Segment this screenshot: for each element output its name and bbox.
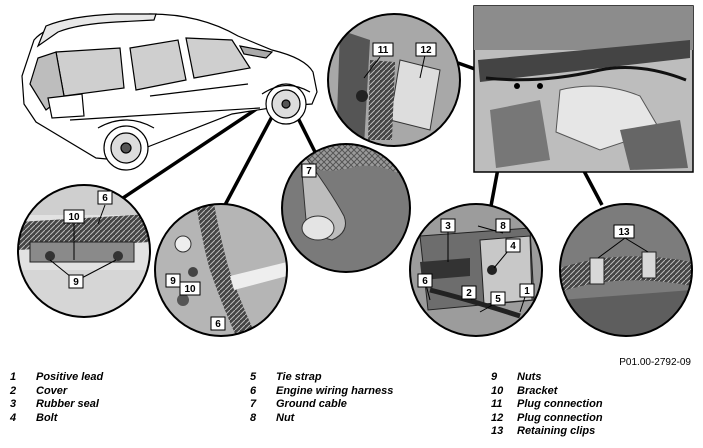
legend-number: 8 xyxy=(250,411,257,424)
svg-text:13: 13 xyxy=(618,227,630,238)
legend-number: 10 xyxy=(491,384,504,397)
photo-reference-code: P01.00-2792-09 xyxy=(619,357,691,368)
legend-item: 6 Engine wiring harness xyxy=(250,385,393,399)
legend-number: 1 xyxy=(10,371,17,383)
detail-circle-bracket xyxy=(17,184,151,318)
callout-label-10-bracket: 10 xyxy=(63,209,85,224)
legend-number: 4 xyxy=(10,411,17,424)
legend-number: 12 xyxy=(491,411,504,424)
callout-label-6-positive-lead: 6 xyxy=(417,273,433,288)
callout-label-8: 8 xyxy=(495,218,511,233)
legend-number: 9 xyxy=(491,371,498,383)
svg-text:9: 9 xyxy=(170,276,176,287)
callout-label-9-harness: 9 xyxy=(165,273,181,288)
legend-label: Retaining clips xyxy=(517,425,596,437)
vehicle-drawing xyxy=(21,13,318,171)
legend-item: 8 Nut xyxy=(250,412,393,426)
callout-label-13: 13 xyxy=(613,224,635,239)
legend-number: 7 xyxy=(250,398,257,410)
legend-item: 4 Bolt xyxy=(10,412,103,426)
legend-item: 1 Positive lead xyxy=(10,371,103,385)
callout-label-10-harness: 10 xyxy=(179,281,201,296)
legend-number: 13 xyxy=(491,425,504,437)
callout-label-12: 12 xyxy=(415,42,437,57)
svg-text:10: 10 xyxy=(184,284,196,295)
svg-text:4: 4 xyxy=(510,241,516,252)
legend-item: 10 Bracket xyxy=(491,385,603,399)
legend-number: 5 xyxy=(250,371,257,383)
legend-item: 9 Nuts xyxy=(491,371,603,385)
detail-circle-plug-connections xyxy=(327,13,461,147)
detail-circle-ground-cable xyxy=(281,143,411,273)
engine-compartment-photo xyxy=(473,5,694,173)
legend-label: Bracket xyxy=(517,384,558,397)
legend-label: Cover xyxy=(36,384,68,397)
legend-item: 13 Retaining clips xyxy=(491,425,603,439)
callout-label-11: 11 xyxy=(372,42,394,57)
legend-label: Plug connection xyxy=(517,398,603,410)
legend-number: 6 xyxy=(250,384,257,397)
legend-label: Nuts xyxy=(517,371,542,383)
callout-label-3: 3 xyxy=(440,218,456,233)
callout-label-4: 4 xyxy=(505,238,521,253)
legend-item: 2 Cover xyxy=(10,385,103,399)
svg-text:6: 6 xyxy=(215,319,221,330)
legend-column-2: 5 Tie strap 6 Engine wiring harness 7 Groun… xyxy=(250,371,393,425)
legend-item: 5 Tie strap xyxy=(250,371,393,385)
callout-label-1: 1 xyxy=(519,283,535,298)
callout-label-7: 7 xyxy=(301,163,317,178)
detail-circle-harness xyxy=(154,203,288,337)
legend-number: 2 xyxy=(10,384,17,397)
legend-number: 11 xyxy=(491,398,503,410)
legend-item: 3 Rubber seal xyxy=(10,398,103,412)
legend-number: 3 xyxy=(10,398,17,410)
svg-text:3: 3 xyxy=(445,221,451,232)
detail-circle-positive-lead xyxy=(409,203,543,337)
svg-text:1: 1 xyxy=(524,286,530,297)
detail-circle-retaining-clips xyxy=(559,203,693,337)
legend-label: Ground cable xyxy=(276,398,347,410)
legend-label: Plug connection xyxy=(517,411,603,424)
legend-column-1: 1 Positive lead 2 Cover 3 Rubber seal 4 Bolt xyxy=(10,371,103,425)
callout-label-2: 2 xyxy=(461,285,477,300)
svg-text:8: 8 xyxy=(500,221,506,232)
svg-text:5: 5 xyxy=(495,294,501,305)
callout-label-6-bracket: 6 xyxy=(97,190,113,205)
svg-text:10: 10 xyxy=(68,212,80,223)
legend-label: Bolt xyxy=(36,411,58,424)
legend-label: Positive lead xyxy=(36,371,104,383)
svg-text:6: 6 xyxy=(102,193,108,204)
svg-text:11: 11 xyxy=(378,45,389,56)
legend-item: 7 Ground cable xyxy=(250,398,393,412)
legend-label: Nut xyxy=(276,411,295,424)
svg-text:2: 2 xyxy=(466,288,472,299)
technical-illustration: 1 2 3 4 5 6 6 6 7 8 9 9 10 10 11 12 13 xyxy=(17,5,694,337)
svg-text:7: 7 xyxy=(306,166,312,177)
legend-item: 12 Plug connection xyxy=(491,412,603,426)
legend-label: Tie strap xyxy=(276,371,322,383)
legend-item: 11 Plug connection xyxy=(491,398,603,412)
legend-label: Engine wiring harness xyxy=(276,384,394,397)
callout-label-5: 5 xyxy=(490,291,506,306)
svg-text:6: 6 xyxy=(422,276,428,287)
callout-label-6-harness: 6 xyxy=(210,316,226,331)
svg-text:12: 12 xyxy=(420,45,432,56)
legend-label: Rubber seal xyxy=(36,398,99,410)
callout-label-9-bracket: 9 xyxy=(68,274,84,289)
svg-text:9: 9 xyxy=(73,277,79,288)
